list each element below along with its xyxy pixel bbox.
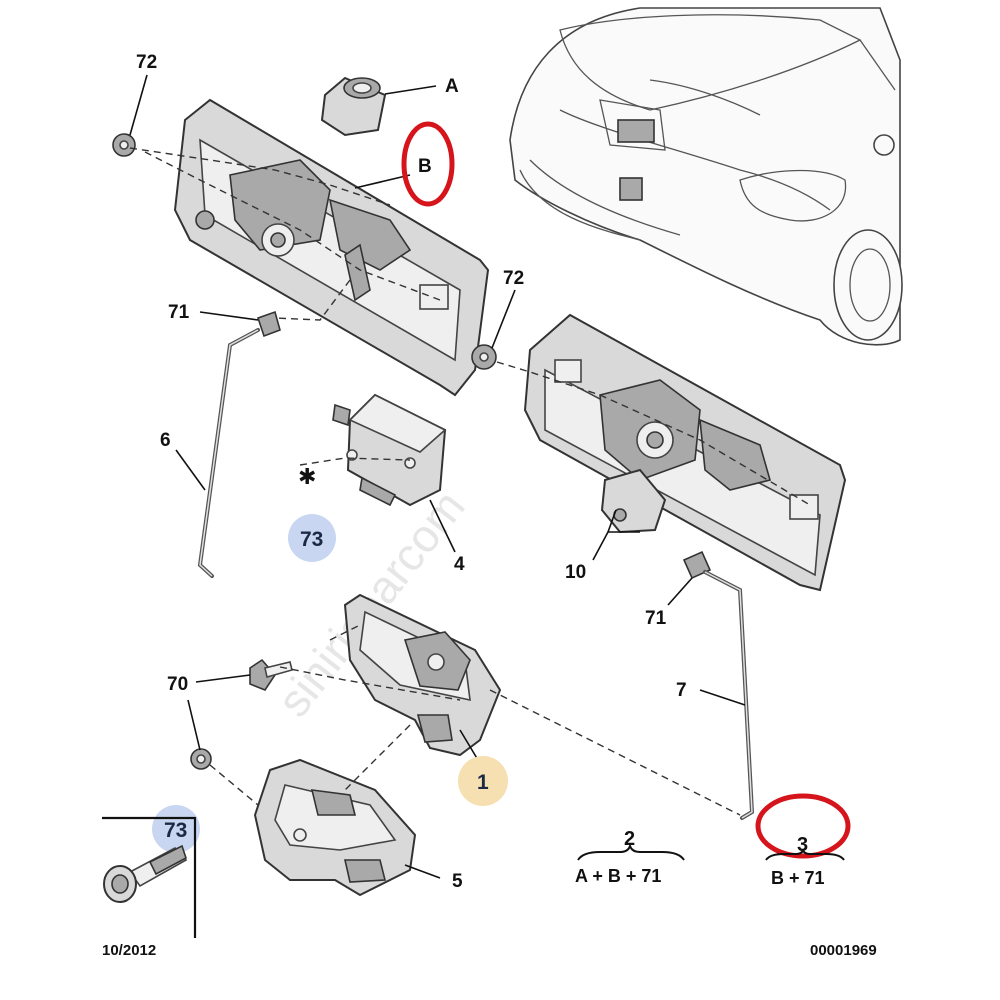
- bubble-73-blue: [288, 514, 336, 562]
- rod-6: [197, 328, 260, 578]
- footer-code: 00001969: [810, 942, 877, 959]
- middle-lock-assembly: [523, 313, 847, 592]
- callout-73-blue: 73: [300, 528, 323, 551]
- callout-71-right: 71: [645, 608, 667, 629]
- callout-73-inset: 73: [164, 819, 187, 842]
- kit-3-brace: [765, 849, 845, 861]
- kit-2-brace: [577, 842, 685, 861]
- callout-7: 7: [676, 680, 687, 701]
- svg-text:✱: ✱: [298, 465, 316, 490]
- inset-box-screw: [102, 816, 197, 938]
- assembly-dashed-lines: [129, 147, 811, 816]
- car-wheel: [833, 229, 903, 341]
- callout-72-mid: 72: [503, 268, 524, 289]
- striker-5: [253, 758, 417, 897]
- upper-lock-assembly: [173, 98, 490, 397]
- kit-2-formula: A + B + 71: [575, 866, 661, 886]
- kit-3-formula: B + 71: [771, 868, 825, 888]
- clip-72-top: [112, 133, 136, 157]
- leader-lines: [129, 74, 746, 879]
- callout-6: 6: [160, 430, 171, 451]
- car-lock-detail: [617, 119, 655, 143]
- highlight-ring-b: [401, 121, 455, 207]
- callout-b: B: [418, 156, 432, 177]
- callout-70: 70: [167, 674, 188, 695]
- callout-5: 5: [452, 871, 463, 892]
- callout-10: 10: [565, 562, 586, 583]
- lock-cylinder-a: [320, 76, 387, 137]
- callout-72-top: 72: [136, 52, 157, 73]
- car-rear-illustration: [509, 7, 903, 346]
- footer-date: 10/2012: [102, 942, 156, 959]
- callout-a: A: [445, 76, 459, 97]
- callout-71-left: 71: [168, 302, 190, 323]
- latch-1: [343, 593, 502, 757]
- callout-1: 1: [477, 771, 489, 794]
- highlight-ring-3: [755, 793, 851, 859]
- kit-2-number: 2: [624, 828, 635, 850]
- bubble-1-orange: [458, 756, 508, 806]
- callout-4: 4: [454, 554, 465, 575]
- control-module-4: [332, 393, 447, 507]
- clip-71-left: [256, 310, 281, 338]
- rod-7: [703, 570, 755, 820]
- clip-72-mid: [471, 344, 497, 370]
- asterisk-icon: ✱: [298, 465, 316, 490]
- nut-small: [190, 748, 212, 770]
- kit-3-number: 3: [797, 834, 808, 856]
